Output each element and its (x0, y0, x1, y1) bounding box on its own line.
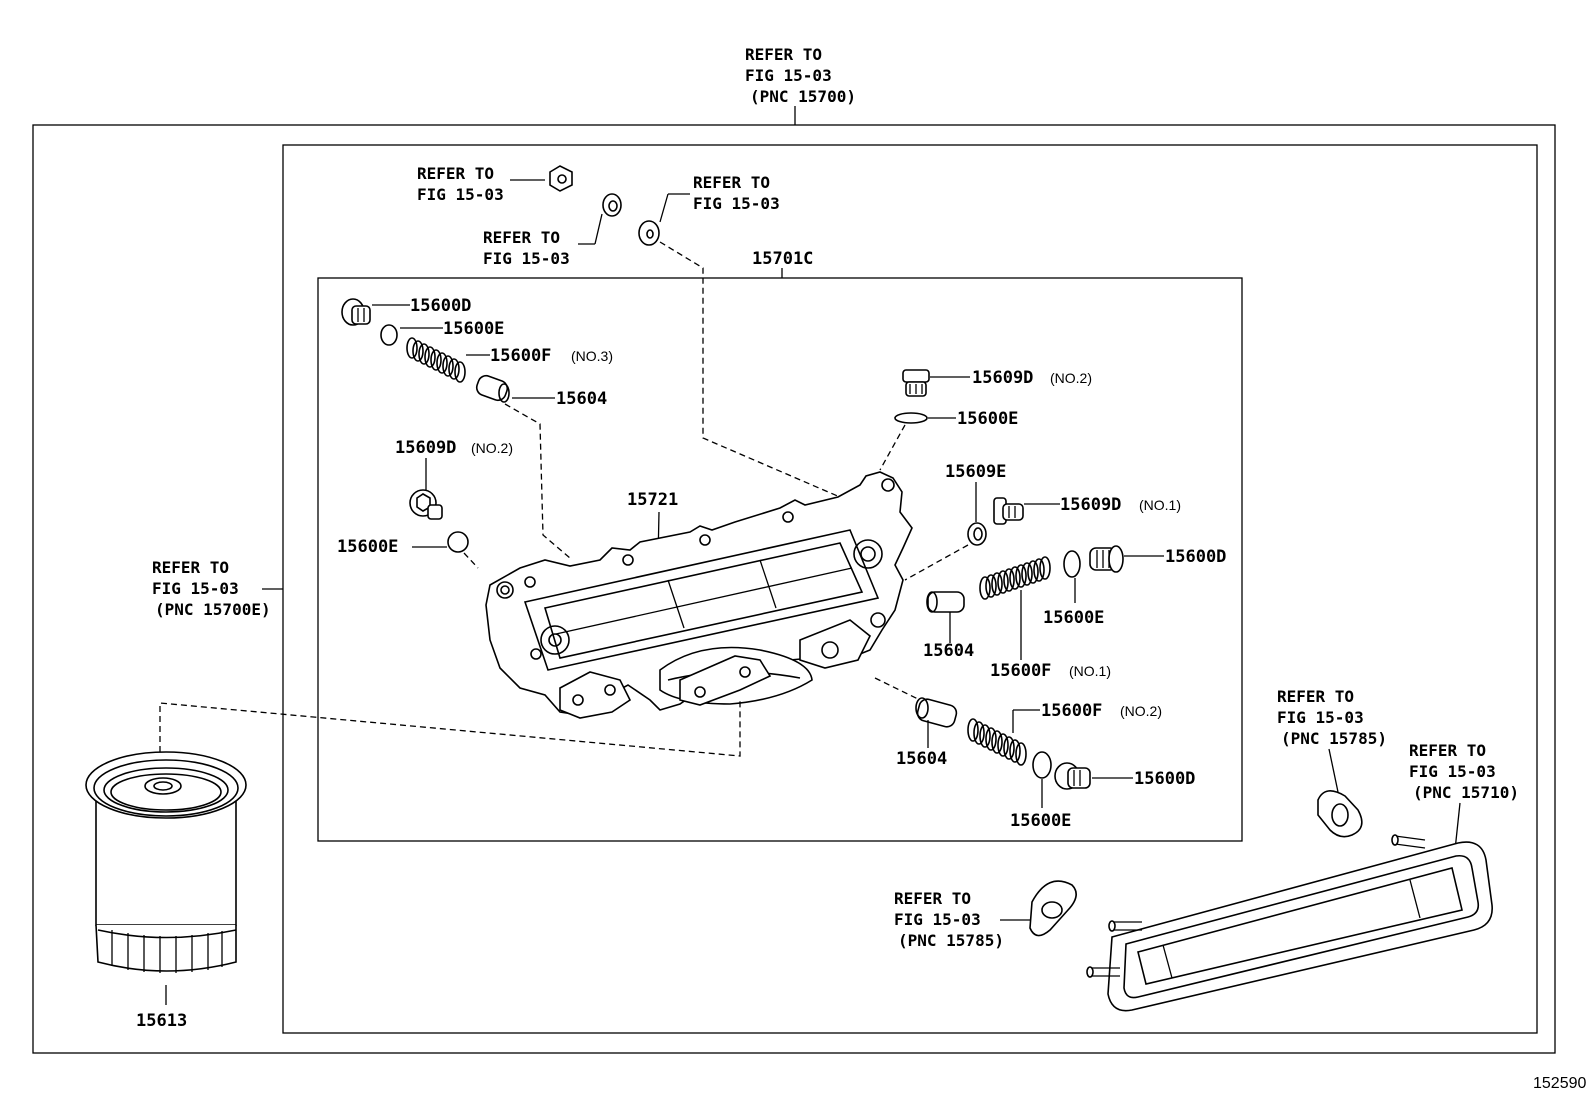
part-15613-oil-filter[interactable]: 15613 (136, 1011, 187, 1031)
refer-left-label[interactable]: REFER TO FIG 15-03 (PNC 15700E) (152, 558, 271, 619)
svg-text:FIG 15-03: FIG 15-03 (152, 579, 239, 598)
washer-b-icon (638, 220, 660, 246)
part-15600e-middle-right[interactable]: 15600E (1043, 608, 1104, 628)
o-ring-middle-right-icon (1063, 550, 1081, 578)
svg-text:REFER TO: REFER TO (1409, 741, 1486, 760)
svg-text:REFER TO: REFER TO (745, 45, 822, 64)
o-ring-top-right-icon (894, 412, 928, 424)
relief-valve-lower-icon (915, 697, 958, 728)
part-15600f-no3-note: (NO.3) (571, 348, 613, 364)
svg-text:REFER TO: REFER TO (693, 173, 770, 192)
refer-nut-label[interactable]: REFER TO FIG 15-03 (417, 164, 504, 204)
part-15604-lower[interactable]: 15604 (896, 749, 947, 769)
refer-washer-b-label[interactable]: REFER TO FIG 15-03 (693, 173, 780, 213)
svg-text:(PNC 15700E): (PNC 15700E) (155, 600, 271, 619)
gasket-lower-icon (1029, 880, 1077, 937)
spring-15600f-no3-icon (406, 337, 466, 383)
svg-text:REFER TO: REFER TO (483, 228, 560, 247)
assembly-frame (317, 277, 1243, 842)
oil-cooler-element-icon (1086, 834, 1493, 1012)
part-15721-body[interactable]: 15721 (627, 490, 678, 510)
svg-text:FIG 15-03: FIG 15-03 (693, 194, 780, 213)
part-15609d-no1-note: (NO.1) (1139, 497, 1181, 513)
nut-icon (549, 165, 573, 192)
o-ring-left-icon (447, 531, 469, 553)
refer-gasket-lower-label[interactable]: REFER TO FIG 15-03 (PNC 15785) (894, 889, 1004, 950)
refer-washer-a-label[interactable]: REFER TO FIG 15-03 (483, 228, 570, 268)
plug-15609d-no1-icon (993, 497, 1024, 525)
figure-id: 152590 (1533, 1075, 1586, 1092)
svg-text:(PNC 15785): (PNC 15785) (898, 931, 1004, 950)
part-15609d-left-note: (NO.2) (471, 440, 513, 456)
gasket-upper-icon (1317, 790, 1363, 838)
relief-valve-middle-icon (926, 591, 965, 613)
refer-gasket-upper-label[interactable]: REFER TO FIG 15-03 (PNC 15785) (1277, 687, 1387, 748)
svg-text:(PNC 15785): (PNC 15785) (1281, 729, 1387, 748)
part-15600e-top-right[interactable]: 15600E (957, 409, 1018, 429)
part-15609d-top-right[interactable]: 15609D (972, 368, 1033, 388)
part-15600e-left[interactable]: 15600E (337, 537, 398, 557)
spring-15600f-no2-icon (967, 718, 1027, 766)
part-15600f-no2-note: (NO.2) (1120, 703, 1162, 719)
plug-15600d-right-icon (1089, 545, 1124, 573)
svg-text:FIG 15-03: FIG 15-03 (1409, 762, 1496, 781)
washer-15609e-icon (967, 522, 987, 546)
part-15600f-no1-note: (NO.1) (1069, 663, 1111, 679)
svg-text:FIG 15-03: FIG 15-03 (417, 185, 504, 204)
oil-cooler-body-icon (485, 471, 913, 719)
svg-text:(PNC 15700): (PNC 15700) (750, 87, 856, 106)
o-ring-lower-right-icon (1032, 751, 1052, 779)
svg-text:FIG 15-03: FIG 15-03 (894, 910, 981, 929)
outer-frame (32, 124, 1556, 1054)
svg-text:(PNC 15710): (PNC 15710) (1413, 783, 1519, 802)
part-15609d-no1[interactable]: 15609D (1060, 495, 1121, 515)
refer-top-label[interactable]: REFER TO FIG 15-03 (PNC 15700) (745, 45, 856, 106)
refer-cooler-label[interactable]: REFER TO FIG 15-03 (PNC 15710) (1409, 741, 1519, 802)
part-15604-middle[interactable]: 15604 (923, 641, 974, 661)
washer-a-icon (602, 193, 622, 217)
assembly-part-number[interactable]: 15701C (752, 249, 813, 269)
spring-15600f-no1-icon (979, 556, 1051, 600)
part-15600e-lower-right[interactable]: 15600E (1010, 811, 1071, 831)
part-15600f-no2[interactable]: 15600F (1041, 701, 1102, 721)
svg-text:FIG 15-03: FIG 15-03 (483, 249, 570, 268)
svg-text:REFER TO: REFER TO (1277, 687, 1354, 706)
plug-15600d-lower-right-icon (1054, 762, 1091, 790)
svg-text:REFER TO: REFER TO (152, 558, 229, 577)
part-15600f-no1[interactable]: 15600F (990, 661, 1051, 681)
svg-text:REFER TO: REFER TO (417, 164, 494, 183)
oil-filter-icon (85, 751, 247, 973)
plug-15609d-top-right-icon (902, 369, 930, 397)
plug-15609d-left-icon (409, 489, 443, 520)
relief-valve-upper-icon (475, 374, 510, 403)
part-15600d-lower-right[interactable]: 15600D (1134, 769, 1195, 789)
part-15609d-top-right-note: (NO.2) (1050, 370, 1092, 386)
part-15604-upper[interactable]: 15604 (556, 389, 607, 409)
svg-text:FIG 15-03: FIG 15-03 (745, 66, 832, 85)
svg-text:FIG 15-03: FIG 15-03 (1277, 708, 1364, 727)
part-15600d-middle-right[interactable]: 15600D (1165, 547, 1226, 567)
part-15600f-no3[interactable]: 15600F (490, 346, 551, 366)
svg-text:REFER TO: REFER TO (894, 889, 971, 908)
part-15609e[interactable]: 15609E (945, 462, 1006, 482)
part-15609d-left[interactable]: 15609D (395, 438, 456, 458)
o-ring-upper-left-icon (380, 324, 398, 346)
part-15600e-upper-left[interactable]: 15600E (443, 319, 504, 339)
plug-15600d-upper-left-icon (341, 298, 371, 326)
part-15600d-upper-left[interactable]: 15600D (410, 296, 471, 316)
